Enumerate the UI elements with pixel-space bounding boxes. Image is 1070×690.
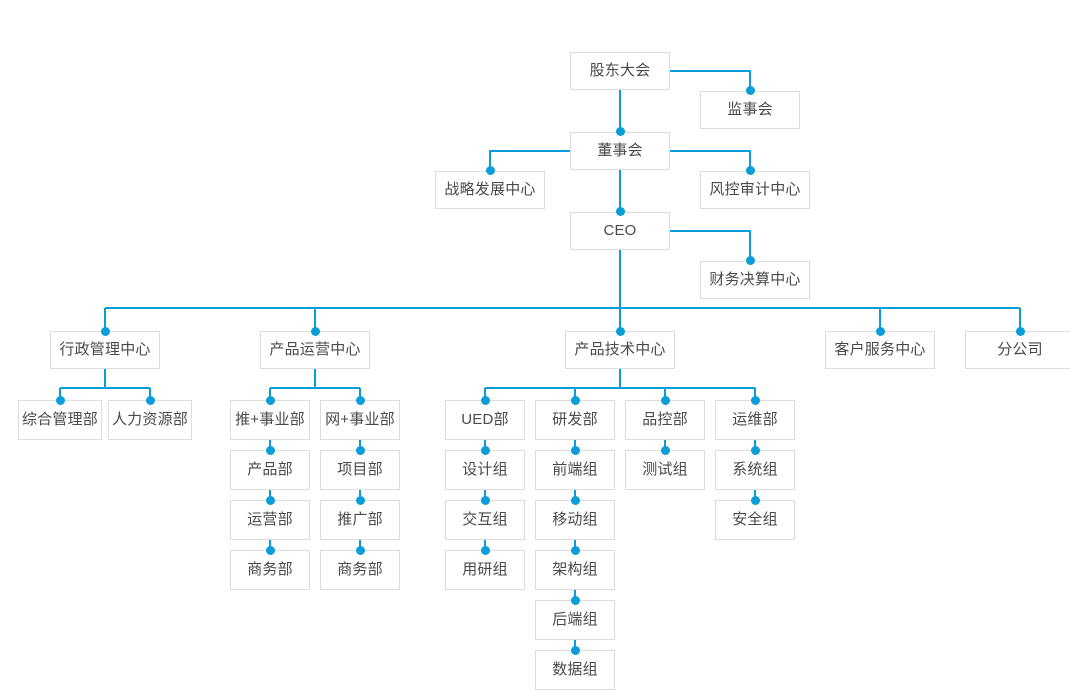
node-finance-settlement-center[interactable]: 财务决算中心 (700, 261, 810, 299)
node-interaction-group[interactable]: 交互组 (445, 500, 525, 540)
connector-dot (570, 445, 580, 455)
connector-dot (55, 395, 65, 405)
connector-dot (100, 326, 110, 336)
connector-dot (745, 165, 755, 175)
node-strategy-development-center[interactable]: 战略发展中心 (435, 171, 545, 209)
connector-dot (750, 495, 760, 505)
connector-dot (355, 495, 365, 505)
node-product-operation-center[interactable]: 产品运营中心 (260, 331, 370, 369)
node-project-dept[interactable]: 项目部 (320, 450, 400, 490)
node-qa-dept[interactable]: 品控部 (625, 400, 705, 440)
connector-dot (265, 445, 275, 455)
connector-dot (875, 326, 885, 336)
node-branch-company[interactable]: 分公司 (965, 331, 1070, 369)
node-test-group[interactable]: 测试组 (625, 450, 705, 490)
connector-dot (615, 126, 625, 136)
connector-dot (485, 165, 495, 175)
node-tui-plus-division[interactable]: 推+事业部 (230, 400, 310, 440)
node-admin-management-center[interactable]: 行政管理中心 (50, 331, 160, 369)
connector-dot (570, 645, 580, 655)
connector-dot (480, 545, 490, 555)
connector-dot (265, 495, 275, 505)
node-ceo[interactable]: CEO (570, 212, 670, 250)
connector-dot (750, 445, 760, 455)
node-promotion-dept[interactable]: 推广部 (320, 500, 400, 540)
connector-dot (615, 206, 625, 216)
node-design-group[interactable]: 设计组 (445, 450, 525, 490)
connector-dot (570, 395, 580, 405)
node-user-research-group[interactable]: 用研组 (445, 550, 525, 590)
node-backend-group[interactable]: 后端组 (535, 600, 615, 640)
node-customer-service-center[interactable]: 客户服务中心 (825, 331, 935, 369)
connector-dot (355, 445, 365, 455)
connector-dot (660, 445, 670, 455)
connector-dot (745, 255, 755, 265)
node-data-group[interactable]: 数据组 (535, 650, 615, 690)
node-shareholders-meeting[interactable]: 股东大会 (570, 52, 670, 90)
connector-dot (745, 85, 755, 95)
connector-dot (310, 326, 320, 336)
node-business-dept-left[interactable]: 商务部 (230, 550, 310, 590)
connector-dot (355, 395, 365, 405)
connector-dot (355, 545, 365, 555)
node-architecture-group[interactable]: 架构组 (535, 550, 615, 590)
node-general-management-dept[interactable]: 综合管理部 (18, 400, 102, 440)
node-risk-control-audit-center[interactable]: 风控审计中心 (700, 171, 810, 209)
connector-dot (570, 495, 580, 505)
connector-dot (615, 326, 625, 336)
node-frontend-group[interactable]: 前端组 (535, 450, 615, 490)
node-business-dept-right[interactable]: 商务部 (320, 550, 400, 590)
node-human-resources-dept[interactable]: 人力资源部 (108, 400, 192, 440)
node-operation-dept[interactable]: 运营部 (230, 500, 310, 540)
connector-dot (1015, 326, 1025, 336)
node-board-of-directors[interactable]: 董事会 (570, 132, 670, 170)
connector-dot (265, 395, 275, 405)
node-security-group[interactable]: 安全组 (715, 500, 795, 540)
connector-dot (570, 545, 580, 555)
node-product-dept[interactable]: 产品部 (230, 450, 310, 490)
connector-dot (660, 395, 670, 405)
node-ops-dept[interactable]: 运维部 (715, 400, 795, 440)
connector-dot (570, 595, 580, 605)
node-wang-plus-division[interactable]: 网+事业部 (320, 400, 400, 440)
connector-dot (265, 545, 275, 555)
node-product-technology-center[interactable]: 产品技术中心 (565, 331, 675, 369)
connector-dot (145, 395, 155, 405)
connector-dot (480, 445, 490, 455)
node-board-of-supervisors[interactable]: 监事会 (700, 91, 800, 129)
node-rd-dept[interactable]: 研发部 (535, 400, 615, 440)
node-system-group[interactable]: 系统组 (715, 450, 795, 490)
connector-dot (480, 395, 490, 405)
node-ued-dept[interactable]: UED部 (445, 400, 525, 440)
node-mobile-group[interactable]: 移动组 (535, 500, 615, 540)
connector-dot (750, 395, 760, 405)
connector-dot (480, 495, 490, 505)
